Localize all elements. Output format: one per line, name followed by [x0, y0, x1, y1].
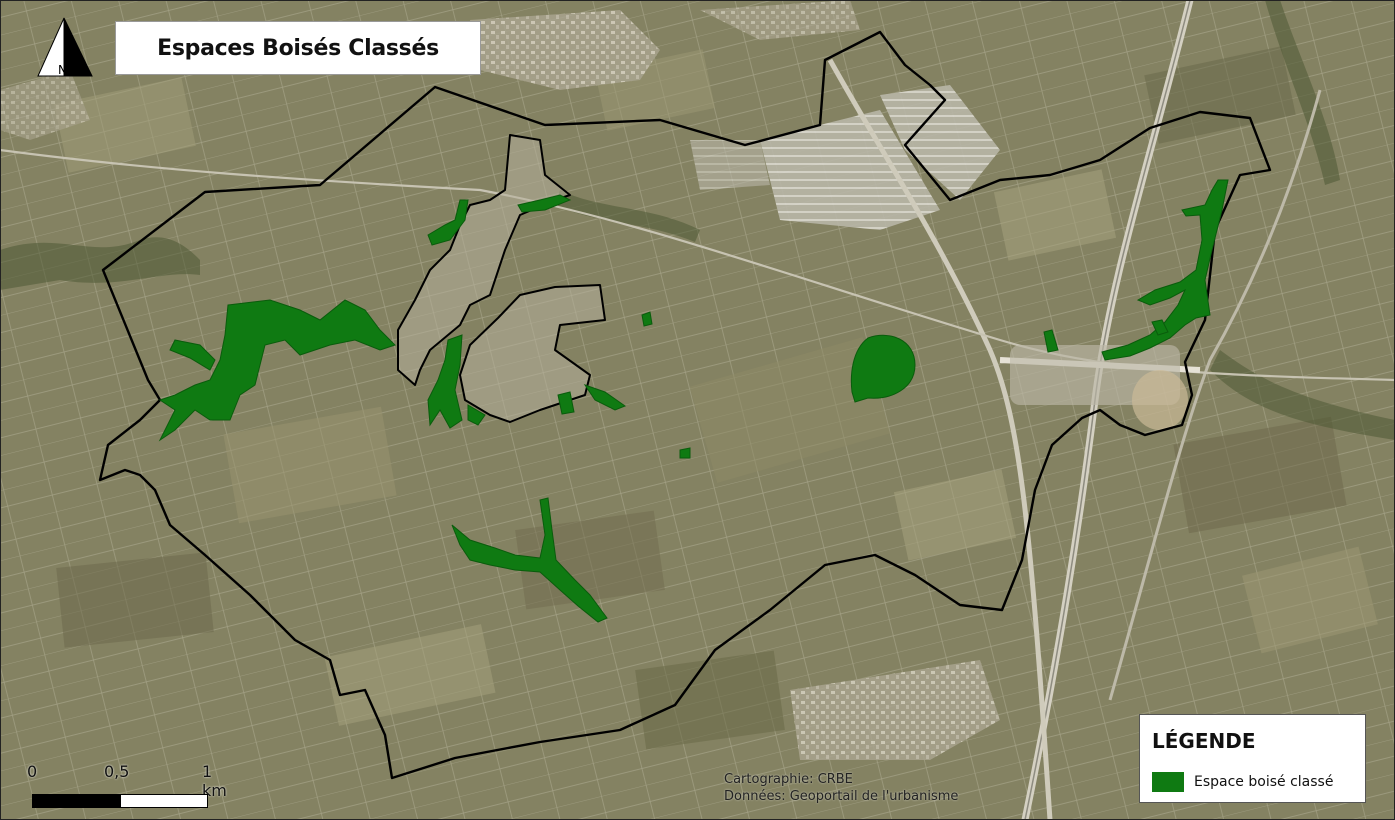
- commune-boundary: [98, 30, 1272, 780]
- woodland-centre-2: [467, 404, 486, 426]
- solar-farms: [690, 85, 1000, 230]
- woodland-north-2: [517, 194, 572, 213]
- villages: [0, 0, 1000, 760]
- village-boundary: [397, 134, 606, 423]
- woodland-small-1: [641, 311, 653, 327]
- scale-label-0: 0: [27, 762, 38, 781]
- credit-data-source: Données: Geoportail de l'urbanisme: [724, 789, 959, 804]
- north-label: N: [58, 63, 67, 77]
- legend-title: LÉGENDE: [1152, 729, 1256, 753]
- woodland-centre: [427, 334, 463, 429]
- woodland-centre-4: [583, 384, 627, 411]
- scale-label-1km: 1 km: [202, 762, 227, 800]
- scale-label-half: 0,5: [104, 762, 130, 781]
- woodland-west: [158, 299, 396, 442]
- woodland-west-branch: [169, 339, 216, 371]
- map-credits: Cartographie: CRBE Données: Geoportail d…: [724, 771, 958, 805]
- map-title: Espaces Boisés Classés: [157, 35, 439, 61]
- map-legend: LÉGENDE Espace boisé classé: [1139, 714, 1366, 803]
- woodland-centre-3: [557, 391, 575, 415]
- woodland-east: [1101, 179, 1229, 361]
- legend-swatch-woodland: [1152, 772, 1184, 792]
- woodland-small-3: [1043, 329, 1059, 353]
- woodland-south: [451, 497, 608, 623]
- scale-bar: 0 0,5 1 km: [27, 760, 230, 808]
- quarry-area: [1132, 370, 1188, 430]
- north-arrow: N: [34, 16, 96, 82]
- legend-item-woodland: Espace boisé classé: [1152, 772, 1333, 792]
- field-patches: [54, 46, 1378, 750]
- woodland-small-2: [679, 447, 691, 459]
- scale-segment-white: [120, 794, 208, 808]
- north-arrow-icon: N: [37, 17, 93, 77]
- credit-cartography: Cartographie: CRBE: [724, 772, 853, 787]
- scale-segment-black: [32, 794, 122, 808]
- woodland-areas: [158, 179, 1229, 623]
- woodland-north-1: [427, 199, 469, 246]
- map-title-box: Espaces Boisés Classés: [115, 21, 481, 75]
- riparian-vegetation: [0, 0, 1395, 440]
- woodland-east-2: [1151, 319, 1169, 336]
- legend-label-woodland: Espace boisé classé: [1194, 774, 1334, 790]
- woodland-oval: [850, 334, 916, 403]
